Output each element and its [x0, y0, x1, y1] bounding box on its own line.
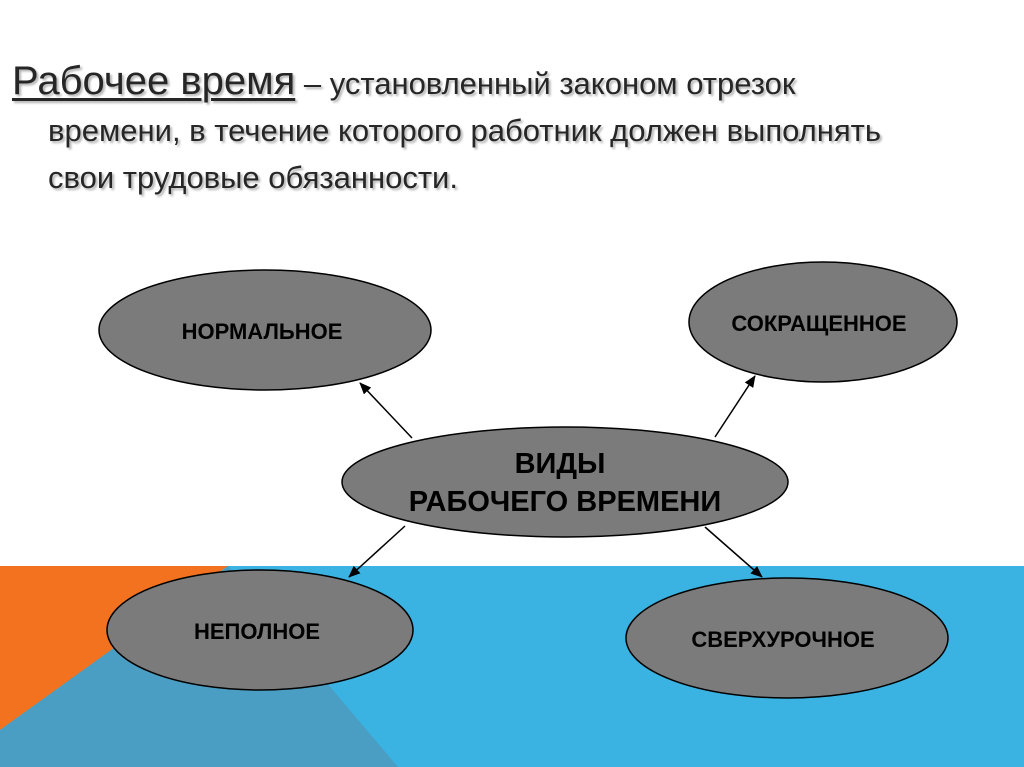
node-overtime-shape: [625, 577, 949, 699]
node-center-label-line-1: ВИДЫ: [515, 448, 606, 480]
arrow-to-normal: [359, 382, 413, 439]
node-normal: НОРМАЛЬНОЕ: [98, 269, 432, 391]
arrow-to-reduced: [714, 375, 756, 438]
node-overtime: СВЕРХУРОЧНОЕ: [625, 577, 949, 699]
definition-heading: Рабочее время – установленный законом от…: [12, 58, 1012, 201]
arrow-to-overtime: [704, 526, 763, 578]
node-center-shape: [341, 426, 789, 538]
definition-line-2: времени, в течение которого работник дол…: [48, 113, 882, 148]
node-normal-label: НОРМАЛЬНОЕ: [182, 319, 343, 344]
node-reduced-shape: [688, 261, 958, 383]
node-part-time-shape: [106, 569, 414, 691]
term-title: Рабочее время: [12, 59, 296, 103]
node-center-label-line-2: РАБОЧЕГО ВРЕМЕНИ: [409, 486, 721, 518]
arrow-to-part-time: [348, 525, 406, 578]
node-reduced-label: СОКРАЩЕННОЕ: [731, 311, 906, 336]
node-part-time: НЕПОЛНОЕ: [106, 569, 414, 691]
node-center: ВИДЫ РАБОЧЕГО ВРЕМЕНИ: [341, 426, 789, 538]
term-separator: –: [295, 66, 330, 101]
definition-line-3: свои трудовые обязанности.: [48, 160, 458, 195]
definition-line-1: установленный законом отрезок: [329, 66, 796, 101]
node-reduced: СОКРАЩЕННОЕ: [688, 261, 958, 383]
node-normal-shape: [98, 269, 432, 391]
node-overtime-label: СВЕРХУРОЧНОЕ: [691, 627, 874, 652]
node-part-time-label: НЕПОЛНОЕ: [194, 619, 320, 644]
